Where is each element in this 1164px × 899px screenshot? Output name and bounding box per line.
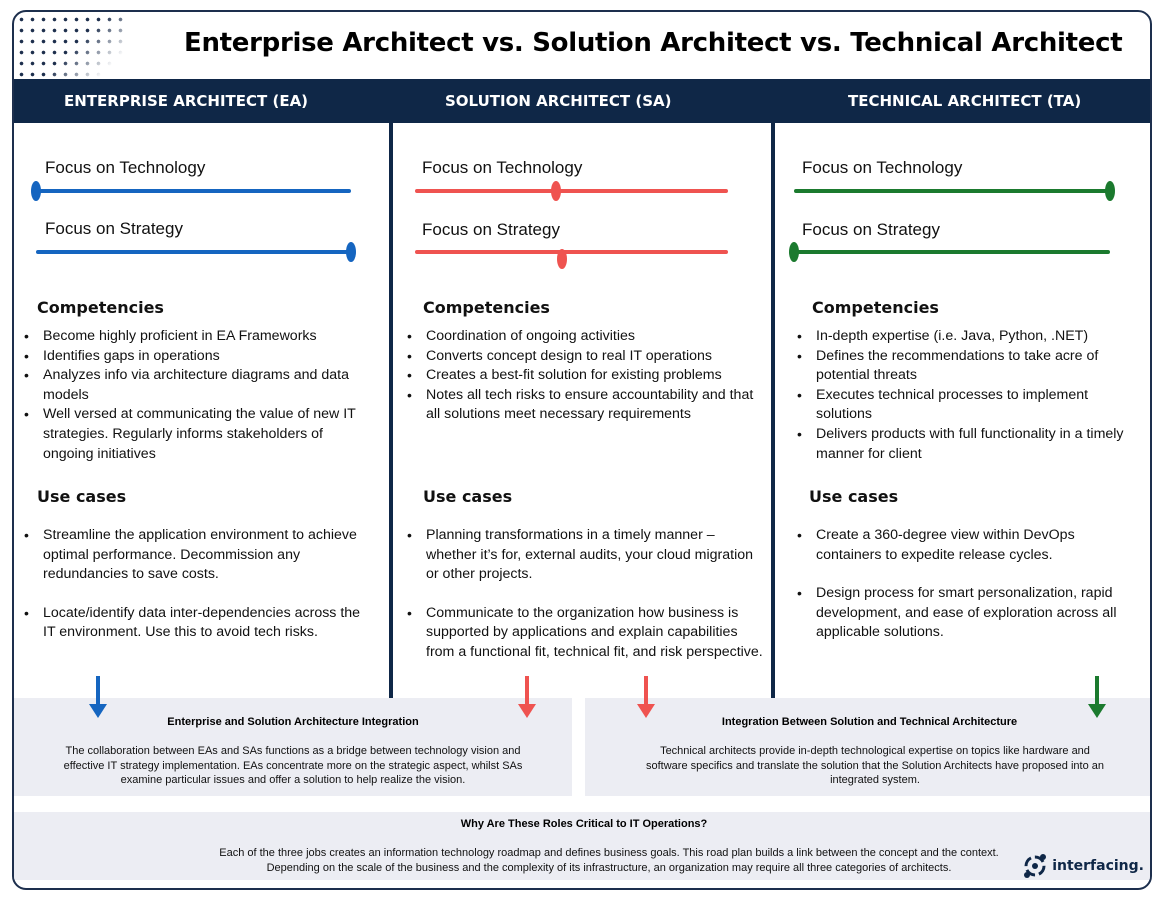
why-critical-panel: Why Are These Roles Critical to IT Opera… xyxy=(14,812,1150,880)
competencies-heading: Competencies xyxy=(423,298,550,317)
list-item: Locate/identify data inter-dependencies … xyxy=(20,604,365,643)
strategy-focus-label: Focus on Strategy xyxy=(45,219,183,238)
strategy-focus-label: Focus on Strategy xyxy=(422,220,560,239)
ta-column-header: TECHNICAL ARCHITECT (TA) xyxy=(848,92,1082,110)
red-down-arrow-icon xyxy=(518,676,536,718)
strategy-focus-knob xyxy=(557,249,568,269)
page-title: Enterprise Architect vs. Solution Archit… xyxy=(184,28,1123,58)
list-item: Create a 360-degree view within DevOps c… xyxy=(793,526,1138,565)
list-item: Delivers products with full functionalit… xyxy=(793,425,1138,464)
competencies-list: In-depth expertise (i.e. Java, Python, .… xyxy=(793,327,1138,464)
list-item: In-depth expertise (i.e. Java, Python, .… xyxy=(793,327,1138,347)
use-cases-heading: Use cases xyxy=(423,487,513,506)
use-cases-list: Create a 360-degree view within DevOps c… xyxy=(793,526,1138,643)
list-item: Streamline the application environment t… xyxy=(20,526,365,585)
sa-column-header: SOLUTION ARCHITECT (SA) xyxy=(445,92,672,110)
ta-column: Focus on Technology Focus on Strategy Co… xyxy=(775,123,1150,698)
interfacing-logo-icon xyxy=(1024,854,1047,878)
competencies-list: Coordination of ongoing activities Conve… xyxy=(403,327,763,425)
competencies-heading: Competencies xyxy=(812,298,939,317)
tech-focus-label: Focus on Technology xyxy=(802,158,963,177)
tech-focus-knob xyxy=(550,181,561,201)
sa-ta-integration-panel: Integration Between Solution and Technic… xyxy=(585,698,1150,796)
ea-column-header: ENTERPRISE ARCHITECT (EA) xyxy=(64,92,309,110)
interfacing-logo: interfacing. xyxy=(1021,852,1144,880)
sa-column: Focus on Technology Focus on Strategy Co… xyxy=(393,123,771,698)
blue-down-arrow-icon xyxy=(89,676,107,718)
list-item: Coordination of ongoing activities xyxy=(403,327,763,347)
column-divider xyxy=(771,123,775,698)
strategy-focus-knob xyxy=(346,242,356,262)
logo-text: interfacing. xyxy=(1052,858,1144,874)
list-item: Notes all tech risks to ensure accountab… xyxy=(403,386,763,425)
panel-title: Enterprise and Solution Architecture Int… xyxy=(167,716,419,728)
tech-focus-label: Focus on Technology xyxy=(422,158,583,177)
column-divider xyxy=(389,123,393,698)
red-down-arrow-icon xyxy=(637,676,655,718)
panel-title: Why Are These Roles Critical to IT Opera… xyxy=(460,818,708,830)
competencies-list: Become highly proficient in EA Framework… xyxy=(20,327,365,464)
strategy-focus-track xyxy=(794,250,1110,254)
list-item: Converts concept design to real IT opera… xyxy=(403,347,763,367)
list-item: Analyzes info via architecture diagrams … xyxy=(20,366,365,405)
list-item: Creates a best-fit solution for existing… xyxy=(403,366,763,386)
panel-body: Each of the three jobs creates an inform… xyxy=(219,847,999,874)
use-cases-list: Streamline the application environment t… xyxy=(20,526,365,643)
ea-sa-integration-panel: Enterprise and Solution Architecture Int… xyxy=(14,698,572,796)
ea-column: Focus on Technology Focus on Strategy Co… xyxy=(14,123,389,698)
infographic-frame: Enterprise Architect vs. Solution Archit… xyxy=(12,10,1152,890)
list-item: Defines the recommendations to take acre… xyxy=(793,347,1138,386)
strategy-focus-track xyxy=(36,250,351,254)
strategy-focus-track xyxy=(415,250,728,254)
competencies-heading: Competencies xyxy=(37,298,164,317)
list-item: Become highly proficient in EA Framework… xyxy=(20,327,365,347)
green-down-arrow-icon xyxy=(1088,676,1106,718)
panel-title: Integration Between Solution and Technic… xyxy=(721,716,1018,728)
tech-focus-track xyxy=(36,189,351,193)
list-item: Identifies gaps in operations xyxy=(20,347,365,367)
list-item: Well versed at communicating the value o… xyxy=(20,405,365,464)
use-cases-list: Planning transformations in a timely man… xyxy=(403,526,763,663)
panel-body: The collaboration between EAs and SAs fu… xyxy=(63,745,523,786)
tech-focus-label: Focus on Technology xyxy=(45,158,206,177)
panel-body: Technical architects provide in-depth te… xyxy=(646,745,1104,786)
strategy-focus-knob xyxy=(789,242,799,262)
list-item: Design process for smart personalization… xyxy=(793,584,1138,643)
list-item: Executes technical processes to implemen… xyxy=(793,386,1138,425)
column-header-bar xyxy=(14,79,1150,123)
tech-focus-track xyxy=(794,189,1110,193)
strategy-focus-label: Focus on Strategy xyxy=(802,220,940,239)
list-item: Planning transformations in a timely man… xyxy=(403,526,763,585)
use-cases-heading: Use cases xyxy=(809,487,899,506)
tech-focus-knob xyxy=(1105,181,1115,201)
tech-focus-knob xyxy=(31,181,41,201)
tech-focus-track xyxy=(415,189,728,193)
use-cases-heading: Use cases xyxy=(37,487,127,506)
list-item: Communicate to the organization how busi… xyxy=(403,604,763,663)
